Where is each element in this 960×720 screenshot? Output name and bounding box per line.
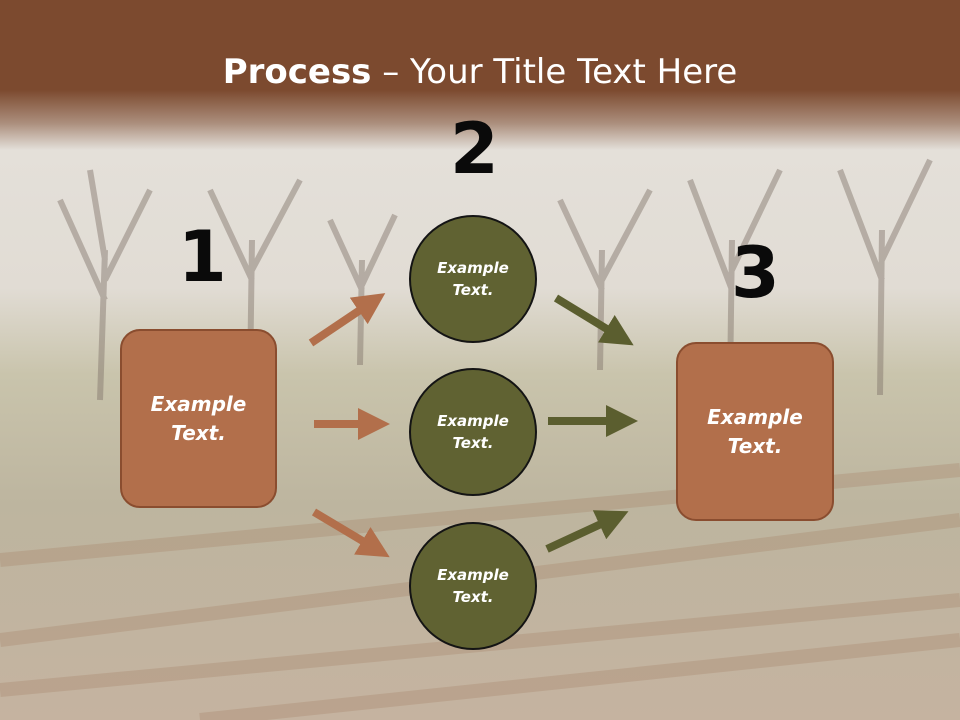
title-bold: Process (222, 52, 372, 92)
step-number-3: 3 (731, 232, 780, 314)
end-box-line2: Text. (727, 433, 783, 458)
title-banner (0, 0, 960, 150)
end-box-line1: Example (707, 404, 803, 429)
start-box-line2: Text. (171, 420, 226, 445)
start-box-line1: Example (150, 391, 247, 416)
circle-top-line1: Example (437, 258, 509, 277)
arrow-from-circle-bottom (545, 510, 629, 553)
circle-bottom-line1: Example (437, 565, 509, 584)
circle-middle-line2: Text. (452, 434, 494, 452)
circle-bottom-line2: Text. (452, 588, 494, 606)
step-number-2: 2 (450, 108, 499, 190)
arrow-to-circle-bottom (311, 508, 390, 558)
title-rest: – Your Title Text Here (371, 52, 738, 92)
page-title: Process – Your Title Text Here (0, 52, 960, 92)
step-number-1: 1 (178, 216, 227, 298)
circle-middle-line1: Example (437, 411, 509, 430)
arrow-from-circle-top (553, 294, 634, 346)
circle-top-line2: Text. (452, 281, 494, 299)
arrow-to-circle-top (308, 293, 386, 347)
